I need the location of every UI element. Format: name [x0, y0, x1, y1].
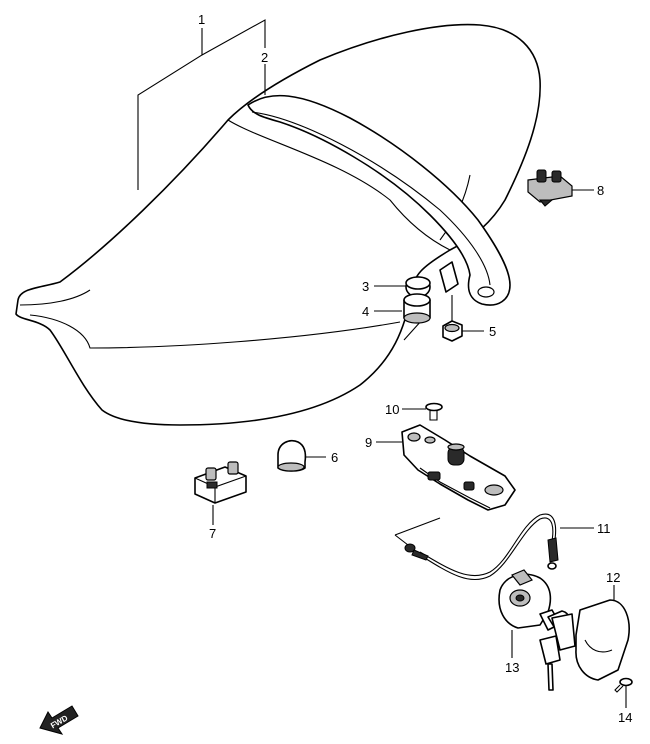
seat-lock-bracket [401, 424, 516, 511]
callout-9: 9 [365, 435, 372, 450]
callout-7: 7 [209, 526, 216, 541]
seat-lock-cable [394, 513, 559, 581]
rubber-stopper [527, 169, 573, 207]
forward-direction-arrow: FWD [39, 705, 79, 735]
rubber-cushion [405, 276, 431, 298]
leader-lines [137, 19, 627, 708]
callout-6: 6 [331, 450, 338, 465]
stopper-block [194, 461, 247, 504]
cap [277, 439, 307, 472]
cover-screw [614, 677, 633, 693]
callout-5: 5 [489, 324, 496, 339]
callout-10: 10 [385, 402, 399, 417]
callout-12: 12 [606, 570, 620, 585]
callout-2: 2 [261, 50, 268, 65]
callout-14: 14 [618, 710, 632, 725]
callout-11: 11 [597, 521, 611, 536]
callout-4: 4 [362, 304, 369, 319]
seat [15, 23, 541, 426]
screw [425, 402, 443, 421]
seat-lock-assembly [498, 569, 576, 691]
callout-8: 8 [597, 183, 604, 198]
seat-strap [247, 94, 511, 306]
flange-nut [442, 320, 463, 342]
callout-1: 1 [198, 12, 205, 27]
callout-13: 13 [505, 660, 519, 675]
callout-3: 3 [362, 279, 369, 294]
lock-cover [575, 599, 630, 681]
seat-mounting-tab [403, 261, 459, 341]
spacer [403, 293, 431, 324]
